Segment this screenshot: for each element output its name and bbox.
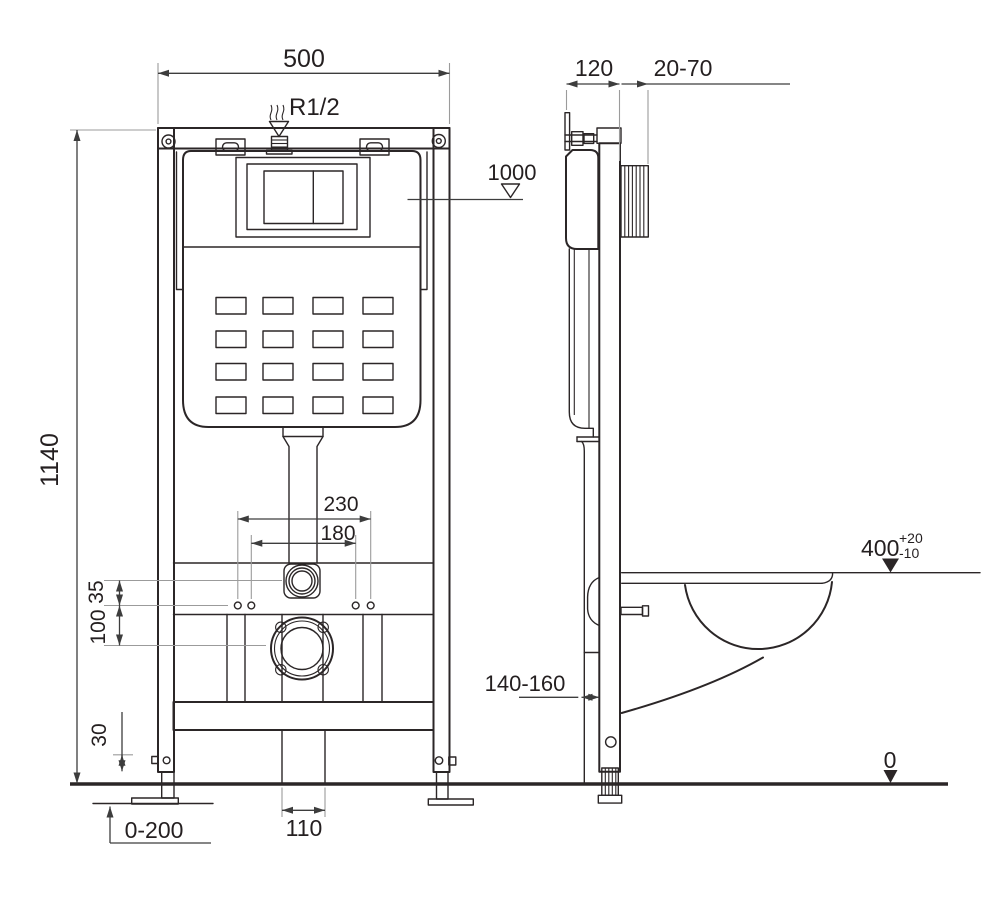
dim-frame-depth: 120 [565,55,621,161]
dim-label-frame-height: 1140 [36,433,64,487]
foot-plate-side [597,794,623,804]
dim-floor-range: 0-200 [106,806,211,844]
fixing-hole [233,601,242,610]
bowl-rim-curve [684,581,833,651]
dim-label-seat-tol-plus: +20 [899,530,923,546]
dimensions: 500 R1/2 1000 120 20-70 1140 [36,45,981,844]
level-marker-filled-icon [882,558,899,573]
adjustable-feet [130,755,474,806]
dim-label-frame-depth: 120 [575,55,613,81]
knockout-grid [215,296,394,415]
fixing-hole [351,601,360,610]
dim-cistern-level: 1000 [407,160,537,201]
dim-label-drain-outlet: 110 [286,815,323,841]
locking-screw-icon [448,756,457,766]
wall-bracket [564,111,598,151]
fixing-bolt [620,605,650,617]
frame-upright [598,142,621,773]
access-shaft [235,156,371,238]
dim-label-drain-offset: 100 [87,609,110,644]
drain-socket [270,616,334,681]
lower-crossbar [172,701,435,731]
toilet-bowl [620,572,834,714]
water-flow-icon [269,104,273,121]
hanger-slot-left [215,138,246,156]
corner-screw-left-icon [161,134,176,149]
bowl-outlet [586,576,600,627]
wall-spacer-block [620,164,649,238]
flush-plate [263,170,344,225]
dim-frame-height: 1140 [36,129,156,784]
dim-frame-width: 500 [157,45,451,124]
cistern-profile [565,149,600,785]
dim-label-floor-range: 0-200 [125,817,184,843]
dim-label-frame-width: 500 [283,45,325,73]
dim-label-inlet: R1/2 [289,94,340,121]
dim-flush-pipe-depth: 140-160 [485,671,600,701]
side-foot [597,736,623,804]
dim-label-wall-distance: 20-70 [654,55,713,81]
dim-label-floor-level: 0 [884,747,897,773]
inlet-funnel-icon [268,120,290,138]
dim-label-seat-tol-minus: -10 [899,545,919,561]
side-view [564,111,834,804]
supply-connection [283,563,321,599]
side-flange-right [419,151,428,291]
corner-screw-right-icon [431,133,446,149]
level-marker-filled-icon [883,770,898,783]
dim-fixing-outer: 230 [237,493,372,599]
dim-drain-outlet: 110 [281,787,326,841]
level-marker-open-icon [500,183,521,199]
dim-label-fixing-inner: 180 [320,522,355,545]
dim-label-cistern-level: 1000 [488,160,537,185]
fixing-hole [366,601,375,610]
water-inlet [265,104,293,155]
flush-pipe [282,426,324,564]
cistern-tank [175,150,428,428]
dim-label-foot-adjust: 30 [88,723,111,746]
dim-drain-offset: 100 [87,605,266,647]
front-view [130,104,474,806]
dim-wall-distance: 20-70 [621,55,790,164]
side-flange-left [175,151,184,291]
fixing-rail [172,562,435,784]
dim-floor-level: 0 [883,747,898,783]
dim-seat-height: 400 +20 -10 [621,530,981,574]
frame-top-cap [596,127,622,145]
hanger-slot-right [359,138,390,156]
floor-line [70,782,948,805]
dim-inlet-thread: R1/2 [289,94,340,121]
flush-bend-pipe [581,440,585,785]
bowl-underside-curve [620,656,764,714]
dim-fixing-inner: 180 [250,522,357,599]
dim-supply-offset: 35 [85,579,282,607]
dim-foot-adjust: 30 [88,712,133,772]
fixing-hole [247,601,256,610]
dim-label-flush-pipe-depth: 140-160 [485,671,566,696]
foot-plate-right [427,798,474,806]
locking-screw-icon [151,755,159,765]
dim-label-fixing-outer: 230 [323,493,358,516]
dim-label-supply-offset: 35 [85,580,108,603]
dim-label-seat-height: 400 [861,535,899,561]
